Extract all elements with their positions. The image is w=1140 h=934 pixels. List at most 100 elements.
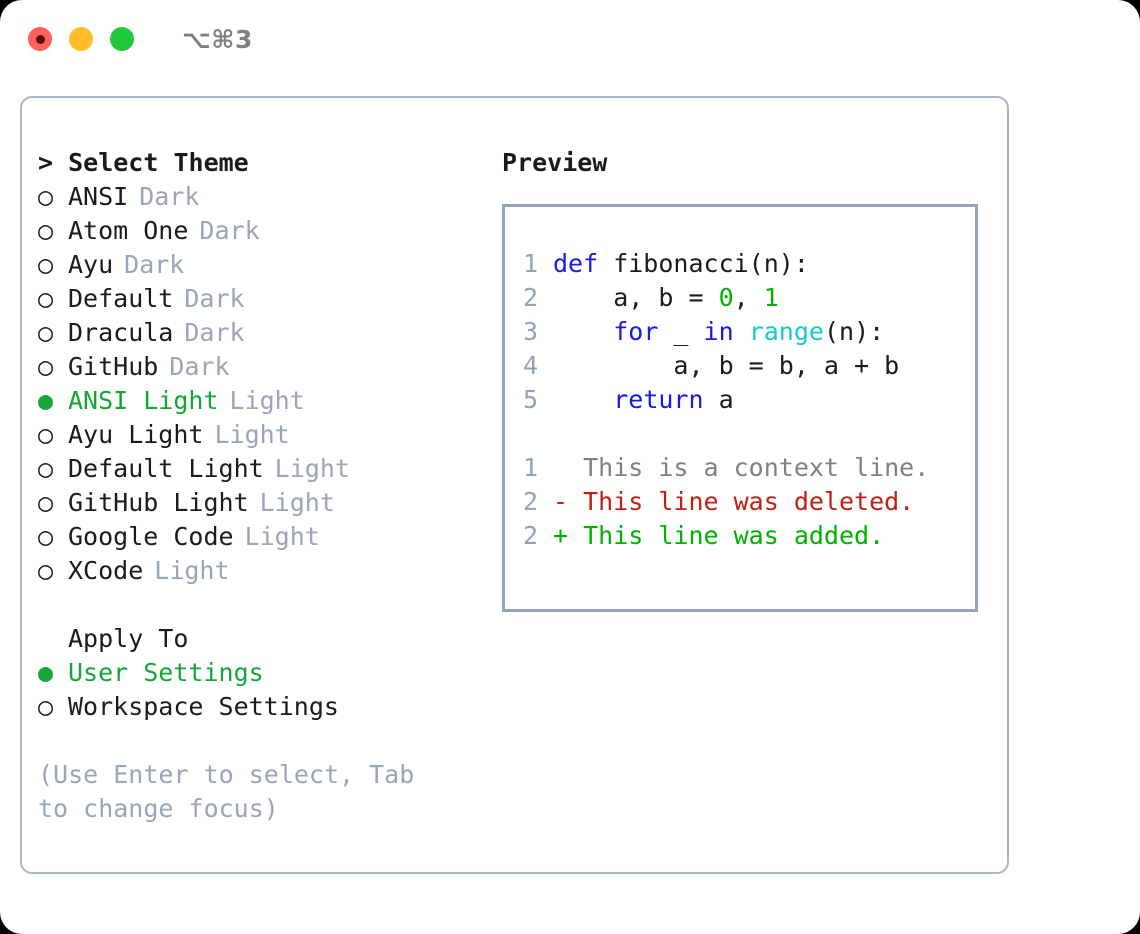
line-number: 5 — [523, 385, 539, 414]
radio-unselected-icon: ○ — [38, 250, 54, 279]
theme-option-variant: Dark — [169, 352, 230, 381]
theme-option-default-light-light[interactable]: ○ Default Light Light — [38, 452, 487, 486]
code-token-kw: for — [613, 317, 659, 346]
code-line: 4 a, b = b, a + b — [523, 349, 975, 383]
theme-option-variant: Dark — [199, 216, 260, 245]
theme-option-dracula-dark[interactable]: ○ Dracula Dark — [38, 316, 487, 350]
radio-unselected-icon: ○ — [38, 454, 54, 483]
code-line-text: a, b = b, a + b — [553, 349, 899, 383]
diff-marker: - — [553, 487, 584, 516]
code-token-kw: return — [613, 385, 704, 414]
theme-option-name: GitHub Light — [68, 488, 249, 517]
theme-option-name: XCode — [68, 556, 144, 585]
window-controls — [28, 27, 134, 51]
apply-to-option-user-settings[interactable]: ● User Settings — [38, 656, 487, 690]
theme-option-name: Atom One — [68, 216, 189, 245]
theme-option-variant: Light — [229, 386, 305, 415]
radio-unselected-icon: ○ — [38, 692, 54, 721]
maximize-window-button[interactable] — [110, 27, 134, 51]
line-number: 2 — [523, 487, 539, 516]
theme-option-default-dark[interactable]: ○ Default Dark — [38, 282, 487, 316]
theme-option-name: Default — [68, 284, 174, 313]
code-line: 5 return a — [523, 383, 975, 417]
apply-to-option-label: Workspace Settings — [68, 692, 339, 721]
code-token-kw: in — [703, 317, 734, 346]
keyboard-hint-text: (Use Enter to select, Tab to change focu… — [38, 760, 415, 823]
apply-to-option-workspace-settings[interactable]: ○ Workspace Settings — [38, 690, 487, 724]
line-number: 4 — [523, 351, 539, 380]
theme-option-xcode-light[interactable]: ○ XCode Light — [38, 554, 487, 588]
line-number: 3 — [523, 317, 539, 346]
spacer — [523, 417, 975, 451]
theme-option-variant: Dark — [184, 284, 245, 313]
code-token-plain: a, b = b, a + b — [553, 351, 900, 380]
theme-option-variant: Light — [274, 454, 350, 483]
radio-unselected-icon: ○ — [38, 522, 54, 551]
keyboard-shortcut-label: ⌥⌘3 — [182, 24, 253, 54]
theme-option-name: ANSI Light — [68, 386, 219, 415]
theme-option-name: Default Light — [68, 454, 264, 483]
theme-option-variant: Light — [214, 420, 290, 449]
code-token-plain: , — [733, 283, 764, 312]
code-token-plain — [553, 385, 613, 414]
radio-unselected-icon: ○ — [38, 216, 54, 245]
theme-option-github-light-light[interactable]: ○ GitHub Light Light — [38, 486, 487, 520]
minimize-window-button[interactable] — [69, 27, 93, 51]
theme-option-google-code-light[interactable]: ○ Google Code Light — [38, 520, 487, 554]
code-line: 2 a, b = 0, 1 — [523, 281, 975, 315]
radio-unselected-icon: ○ — [38, 420, 54, 449]
code-token-num: 1 — [763, 283, 779, 312]
radio-unselected-icon: ○ — [38, 488, 54, 517]
theme-option-atom-one-dark[interactable]: ○ Atom One Dark — [38, 214, 487, 248]
theme-option-variant: Dark — [139, 182, 200, 211]
theme-option-variant: Light — [244, 522, 320, 551]
apply-to-heading: Apply To — [68, 624, 189, 653]
code-token-plain: fibonacci(n): — [598, 249, 809, 278]
theme-option-ansi-dark[interactable]: ○ ANSI Dark — [38, 180, 487, 214]
radio-selected-icon: ● — [38, 658, 54, 687]
radio-unselected-icon: ○ — [38, 556, 54, 585]
radio-unselected-icon: ○ — [38, 182, 54, 211]
code-token-plain — [734, 317, 749, 346]
code-line-text: a, b = 0, 1 — [553, 281, 779, 315]
code-token-plain: (n): — [823, 317, 885, 346]
code-line-text: return a — [553, 383, 734, 417]
apply-to-option-label: User Settings — [68, 658, 264, 687]
theme-option-name: Ayu Light — [68, 420, 204, 449]
line-number: 1 — [523, 453, 539, 482]
theme-option-variant: Light — [154, 556, 230, 585]
code-token-plain — [553, 317, 613, 346]
diff-marker: + — [553, 521, 584, 550]
radio-unselected-icon: ○ — [38, 318, 54, 347]
theme-option-variant: Light — [259, 488, 335, 517]
diff-line-ctx: 1 This is a context line. — [523, 451, 975, 485]
preview-heading: Preview — [502, 148, 608, 177]
diff-line-text: This line was deleted. — [583, 487, 915, 516]
diff-line-add: 2 + This line was added. — [523, 519, 975, 553]
radio-unselected-icon: ○ — [38, 284, 54, 313]
theme-option-name: Google Code — [68, 522, 234, 551]
line-number: 2 — [523, 521, 539, 550]
radio-unselected-icon: ○ — [38, 352, 54, 381]
theme-option-ayu-light-light[interactable]: ○ Ayu Light Light — [38, 418, 487, 452]
theme-option-variant: Dark — [124, 250, 185, 279]
line-number: 2 — [523, 283, 539, 312]
code-line-text: def fibonacci(n): — [553, 247, 809, 281]
theme-option-name: ANSI — [68, 182, 129, 211]
radio-selected-icon: ● — [38, 386, 54, 415]
code-token-plain: a — [703, 385, 734, 414]
diff-line-text: This is a context line. — [583, 453, 930, 482]
theme-option-variant: Dark — [184, 318, 245, 347]
select-theme-heading: > Select Theme — [38, 148, 249, 177]
theme-option-ansi-light-light[interactable]: ● ANSI Light Light — [38, 384, 487, 418]
theme-option-name: Dracula — [68, 318, 174, 347]
code-token-num: 0 — [718, 283, 734, 312]
diff-line-text: This line was added. — [583, 521, 885, 550]
code-token-kw: def — [553, 249, 599, 278]
close-window-button[interactable] — [28, 27, 52, 51]
